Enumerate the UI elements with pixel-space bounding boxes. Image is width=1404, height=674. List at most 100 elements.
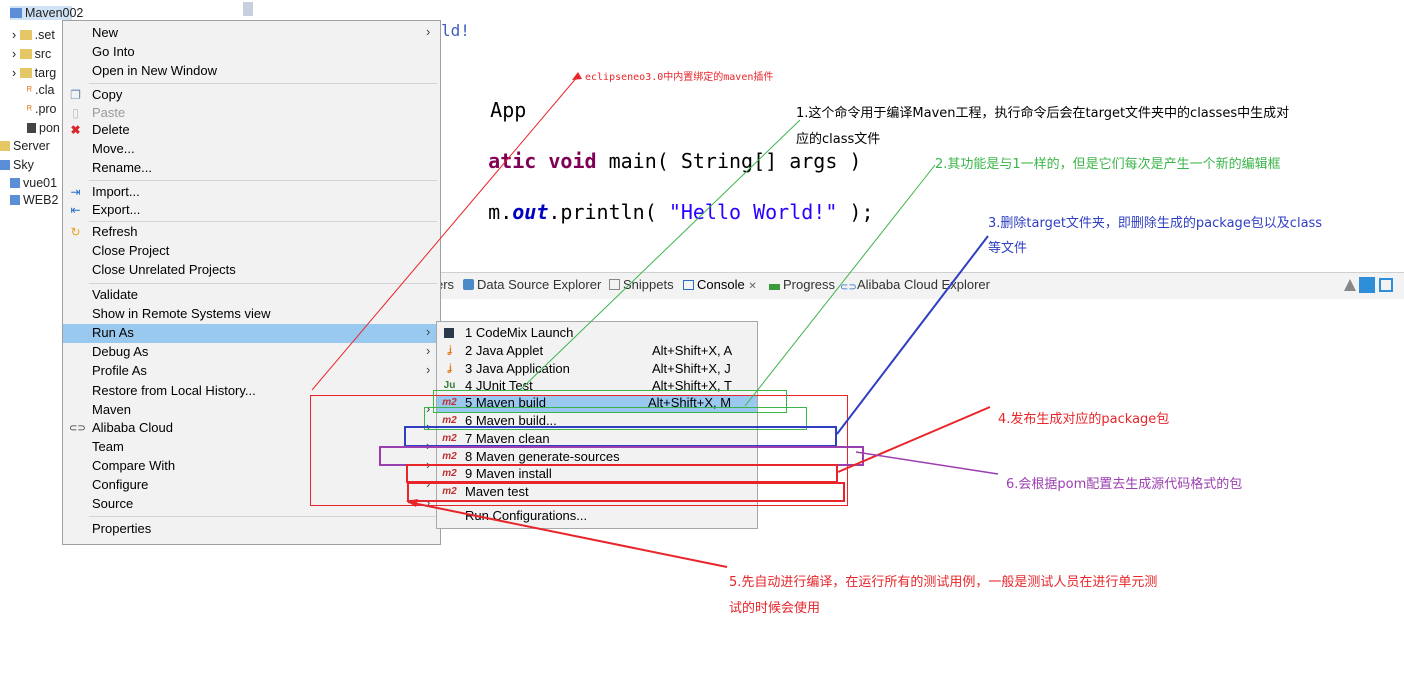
refresh-icon: ↻ <box>70 225 81 239</box>
menu-item-export[interactable]: ⇤Export... <box>63 201 440 220</box>
tab-snippets[interactable]: Snippets <box>609 277 674 292</box>
menu-item-move[interactable]: Move... <box>63 140 440 159</box>
menu-item-properties[interactable]: Properties <box>63 520 440 539</box>
menu-label: Export... <box>92 202 141 217</box>
menu-item-delete[interactable]: ✖Delete <box>63 121 440 140</box>
menu-item-source[interactable]: Source› <box>63 495 440 514</box>
tree-item[interactable]: › targ <box>12 66 57 80</box>
console-display-icon[interactable] <box>1359 277 1375 293</box>
tree-item[interactable]: ᴿ.cla <box>27 83 54 97</box>
tab-progress[interactable]: Progress <box>769 277 835 292</box>
maven-icon: m2 <box>442 433 457 444</box>
menu-item-new[interactable]: New› <box>63 24 440 43</box>
menu-label: Refresh <box>92 224 138 239</box>
word-wrap-icon[interactable] <box>1379 278 1393 292</box>
menu-item-go-into[interactable]: Go Into <box>63 43 440 62</box>
menu-item-open-new-window[interactable]: Open in New Window <box>63 62 440 81</box>
menu-item-debug-as[interactable]: Debug As› <box>63 343 440 362</box>
tree-item[interactable]: › .set <box>12 28 55 42</box>
code-token: .println( <box>548 200 669 224</box>
menu-label: Paste <box>92 105 126 120</box>
paste-icon: ▯ <box>72 106 79 120</box>
menu-item-validate[interactable]: Validate <box>63 286 440 305</box>
annotation-box-red-test <box>407 482 845 502</box>
tree-item[interactable]: vue01 <box>10 176 57 190</box>
submenu-item-maven-clean[interactable]: m2 7 Maven clean <box>437 431 757 448</box>
menu-item-show-remote[interactable]: Show in Remote Systems view <box>63 305 440 324</box>
pom-icon <box>27 123 36 133</box>
menu-item-maven[interactable]: Maven› <box>63 401 440 420</box>
menu-item-run-as[interactable]: Run As› <box>63 324 440 343</box>
submenu-label: 4 JUnit Test <box>465 378 533 393</box>
menu-label: Rename... <box>92 160 152 175</box>
snippets-icon <box>609 279 620 290</box>
menu-item-import[interactable]: ⇥ Import... <box>63 183 440 202</box>
menu-label: Source <box>92 496 134 511</box>
tree-item[interactable]: Server <box>0 139 50 153</box>
arrow-line-green <box>744 164 936 407</box>
menu-item-profile-as[interactable]: Profile As› <box>63 362 440 381</box>
submenu-arrow-icon: › <box>426 362 431 377</box>
tree-label: src <box>34 47 52 61</box>
arrow-line-blue <box>836 235 989 435</box>
tab-console[interactable]: Console ✕ <box>683 277 757 292</box>
arrow-line-red <box>837 406 991 473</box>
menu-item-refresh[interactable]: ↻ Refresh <box>63 223 440 242</box>
tree-label: targ <box>34 66 57 80</box>
submenu-label: 8 Maven generate-sources <box>465 449 620 464</box>
project-icon <box>10 178 20 188</box>
menu-item-rename[interactable]: Rename... <box>63 159 440 178</box>
annotation-6: 6.会根据pom配置去生成源代码格式的包 <box>1006 477 1243 492</box>
tree-item[interactable]: › src <box>12 47 52 61</box>
folder-icon <box>19 49 32 59</box>
code-token: App <box>490 98 527 122</box>
tree-item-project[interactable]: Maven002 <box>10 6 83 20</box>
menu-item-close-unrelated[interactable]: Close Unrelated Projects <box>63 261 440 280</box>
copy-icon: ❐ <box>70 88 81 102</box>
annotation-1-line2: 应的class文件 <box>796 132 881 147</box>
tree-item[interactable]: ᴿ.pro <box>27 102 57 116</box>
tree-label: Sky <box>13 158 34 172</box>
submenu-label: 7 Maven clean <box>465 431 550 446</box>
menu-label: Delete <box>92 122 130 137</box>
code-app-line: App <box>442 74 526 146</box>
menu-label: Compare With <box>92 458 176 473</box>
menu-label: Alibaba Cloud <box>92 420 173 435</box>
annotation-box-green-2 <box>424 407 807 430</box>
submenu-item-codemix[interactable]: 1 CodeMix Launch <box>437 325 757 342</box>
submenu-label: 9 Maven install <box>465 466 552 481</box>
menu-separator <box>89 221 437 222</box>
tree-item[interactable]: Sky <box>0 158 34 172</box>
code-keyword: atic void <box>488 149 597 173</box>
menu-item-restore-history[interactable]: Restore from Local History... <box>63 382 440 401</box>
annotation-3-line2: 等文件 <box>988 241 1028 256</box>
menu-item-close-project[interactable]: Close Project <box>63 242 440 261</box>
menu-label: Import... <box>92 184 140 199</box>
project-explorer[interactable]: Maven002 › .set › src › targ ᴿ.cla ᴿ.pro… <box>0 0 83 210</box>
tree-item[interactable]: WEB2 <box>10 193 58 207</box>
import-icon: ⇥ <box>70 185 81 199</box>
submenu-arrow-icon: › <box>426 24 431 39</box>
menu-item-paste: ▯ Paste <box>63 104 440 123</box>
project-icon <box>10 8 22 18</box>
tab-label: Data Source Explorer <box>477 277 602 292</box>
submenu-arrow-icon: › <box>426 401 431 416</box>
tab-alibaba-cloud-explorer[interactable]: ⊂⊃Alibaba Cloud Explorer <box>840 277 990 293</box>
annotation-4: 4.发布生成对应的package包 <box>998 412 1170 427</box>
close-icon[interactable]: ✕ <box>748 281 757 292</box>
tab-data-source-explorer[interactable]: Data Source Explorer <box>463 277 601 292</box>
tab-label: Snippets <box>623 277 674 292</box>
shortcut-label: Alt+Shift+X, M <box>648 395 732 410</box>
folder-icon <box>0 141 10 151</box>
submenu-arrow-icon: › <box>426 343 431 358</box>
tree-item[interactable]: pon <box>27 121 60 135</box>
menu-item-copy[interactable]: ❐Copy <box>63 86 440 105</box>
code-main-line: atic void main( String[] args ) <box>440 125 861 197</box>
